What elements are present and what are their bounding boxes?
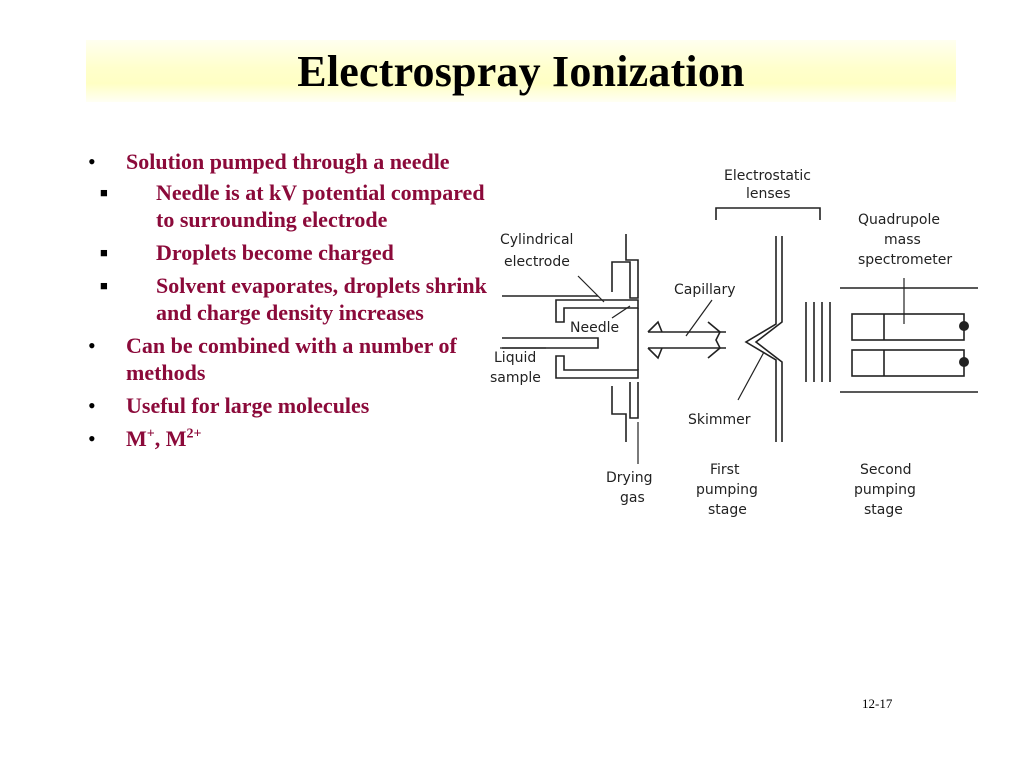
electrostatic-lenses [805,302,831,382]
needle-tube [502,337,599,349]
lens-bracket [715,207,821,220]
label-electrode: electrode [504,254,570,270]
quadrupole-end-upper [959,321,969,331]
sub-bullet-text: Droplets become charged [156,240,394,265]
lower-flange [555,355,639,379]
ion-m2-charge: 2+ [186,426,202,442]
square-bullet-icon: ■ [100,185,108,200]
bullet-solution-pumped: • Solution pumped through a needle ■ Nee… [86,148,506,326]
label-capillary: Capillary [674,282,736,298]
page-number: 12-17 [862,696,893,711]
sub-bullet-needle-potential: ■ Needle is at kV potential compared to … [86,179,506,233]
bullet-combined-methods: • Can be combined with a number of metho… [86,332,506,386]
ion-separator: , M [154,426,187,451]
label-liquid: Liquid [494,350,536,366]
label-electrostatic: Electrostatic [724,168,811,184]
needle-pointer [611,305,631,319]
label-mass: mass [884,232,921,248]
sub-bullet-text: Needle is at kV potential compared to su… [156,180,485,232]
label-needle: Needle [570,320,619,336]
quadrupole-rod-upper [851,313,965,341]
label-second-stage: stage [864,502,903,518]
bullet-ion-charges: • M+, M2+ [86,425,506,452]
label-gas: gas [620,490,645,506]
label-second-pumping: pumping [854,482,916,498]
capillary-inlet [647,320,663,360]
capillary-tube [648,331,726,349]
bullet-text: Can be combined with a number of methods [126,333,457,385]
bullet-marker: • [88,333,96,358]
quadrupole-housing [840,287,978,393]
label-skimmer: Skimmer [688,412,751,428]
capillary-tip [707,321,721,359]
label-spectrometer: spectrometer [858,252,952,268]
cylindrical-pointer [577,275,605,303]
skimmer-pointer [737,351,765,401]
sub-bullet-droplets-charged: ■ Droplets become charged [86,239,506,266]
ion-m: M [126,426,147,451]
square-bullet-icon: ■ [100,245,108,260]
bullet-text: Useful for large molecules [126,393,370,418]
quadrupole-end-lower [959,357,969,367]
label-quadrupole: Quadrupole [858,212,940,228]
square-bullet-icon: ■ [100,278,108,293]
label-drying: Drying [606,470,652,486]
ion-m-charge: + [146,426,155,442]
skimmer-wall [744,236,783,442]
label-first-stage: stage [708,502,747,518]
bullet-large-molecules: • Useful for large molecules [86,392,506,419]
sub-bullet-text: Solvent evaporates, droplets shrink and … [156,273,487,325]
label-second: Second [860,462,912,478]
label-cylindrical: Cylindrical [500,232,573,248]
title-band: Electrospray Ionization [86,40,956,102]
bullet-marker: • [88,149,96,174]
sub-bullet-solvent-evaporates: ■ Solvent evaporates, droplets shrink an… [86,272,506,326]
bullet-text: Solution pumped through a needle [126,149,450,174]
label-first-pumping: pumping [696,482,758,498]
upper-flange [555,299,639,323]
quadrupole-rod-lower [851,349,965,377]
label-sample: sample [490,370,541,386]
cylindrical-electrode-lower [611,382,639,442]
cylindrical-electrode-upper [611,234,639,299]
bullet-list: • Solution pumped through a needle ■ Nee… [86,148,506,458]
bullet-marker: • [88,393,96,418]
label-lenses: lenses [746,186,791,202]
capillary-pointer [685,299,713,337]
electrospray-diagram: Electrostatic lenses Quadrupole mass spe… [490,168,978,518]
slide-title: Electrospray Ionization [297,46,745,96]
bullet-marker: • [88,426,96,451]
sub-bullet-list: ■ Needle is at kV potential compared to … [100,179,506,326]
label-first: First [710,462,740,478]
